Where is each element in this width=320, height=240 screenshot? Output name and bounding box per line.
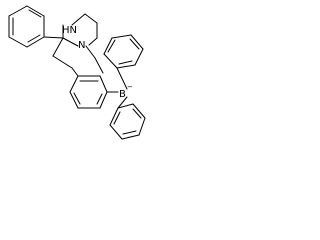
boron-bonds [106, 67, 128, 109]
central-benzene-ring [69, 75, 108, 109]
n-atom-label: N [78, 40, 85, 51]
boron-atom-label: B [119, 89, 126, 100]
pyrimidine-ring [62, 13, 98, 47]
top-right-phenyl-ring [103, 34, 144, 69]
bottom-right-phenyl-ring [109, 103, 146, 140]
left-phenyl-ring [8, 5, 45, 48]
hn-atom-label: HN [62, 25, 77, 36]
chemical-structure: HN N B − [8, 5, 146, 140]
boron-charge-label: − [127, 83, 133, 91]
linker-bonds [43, 36, 104, 77]
